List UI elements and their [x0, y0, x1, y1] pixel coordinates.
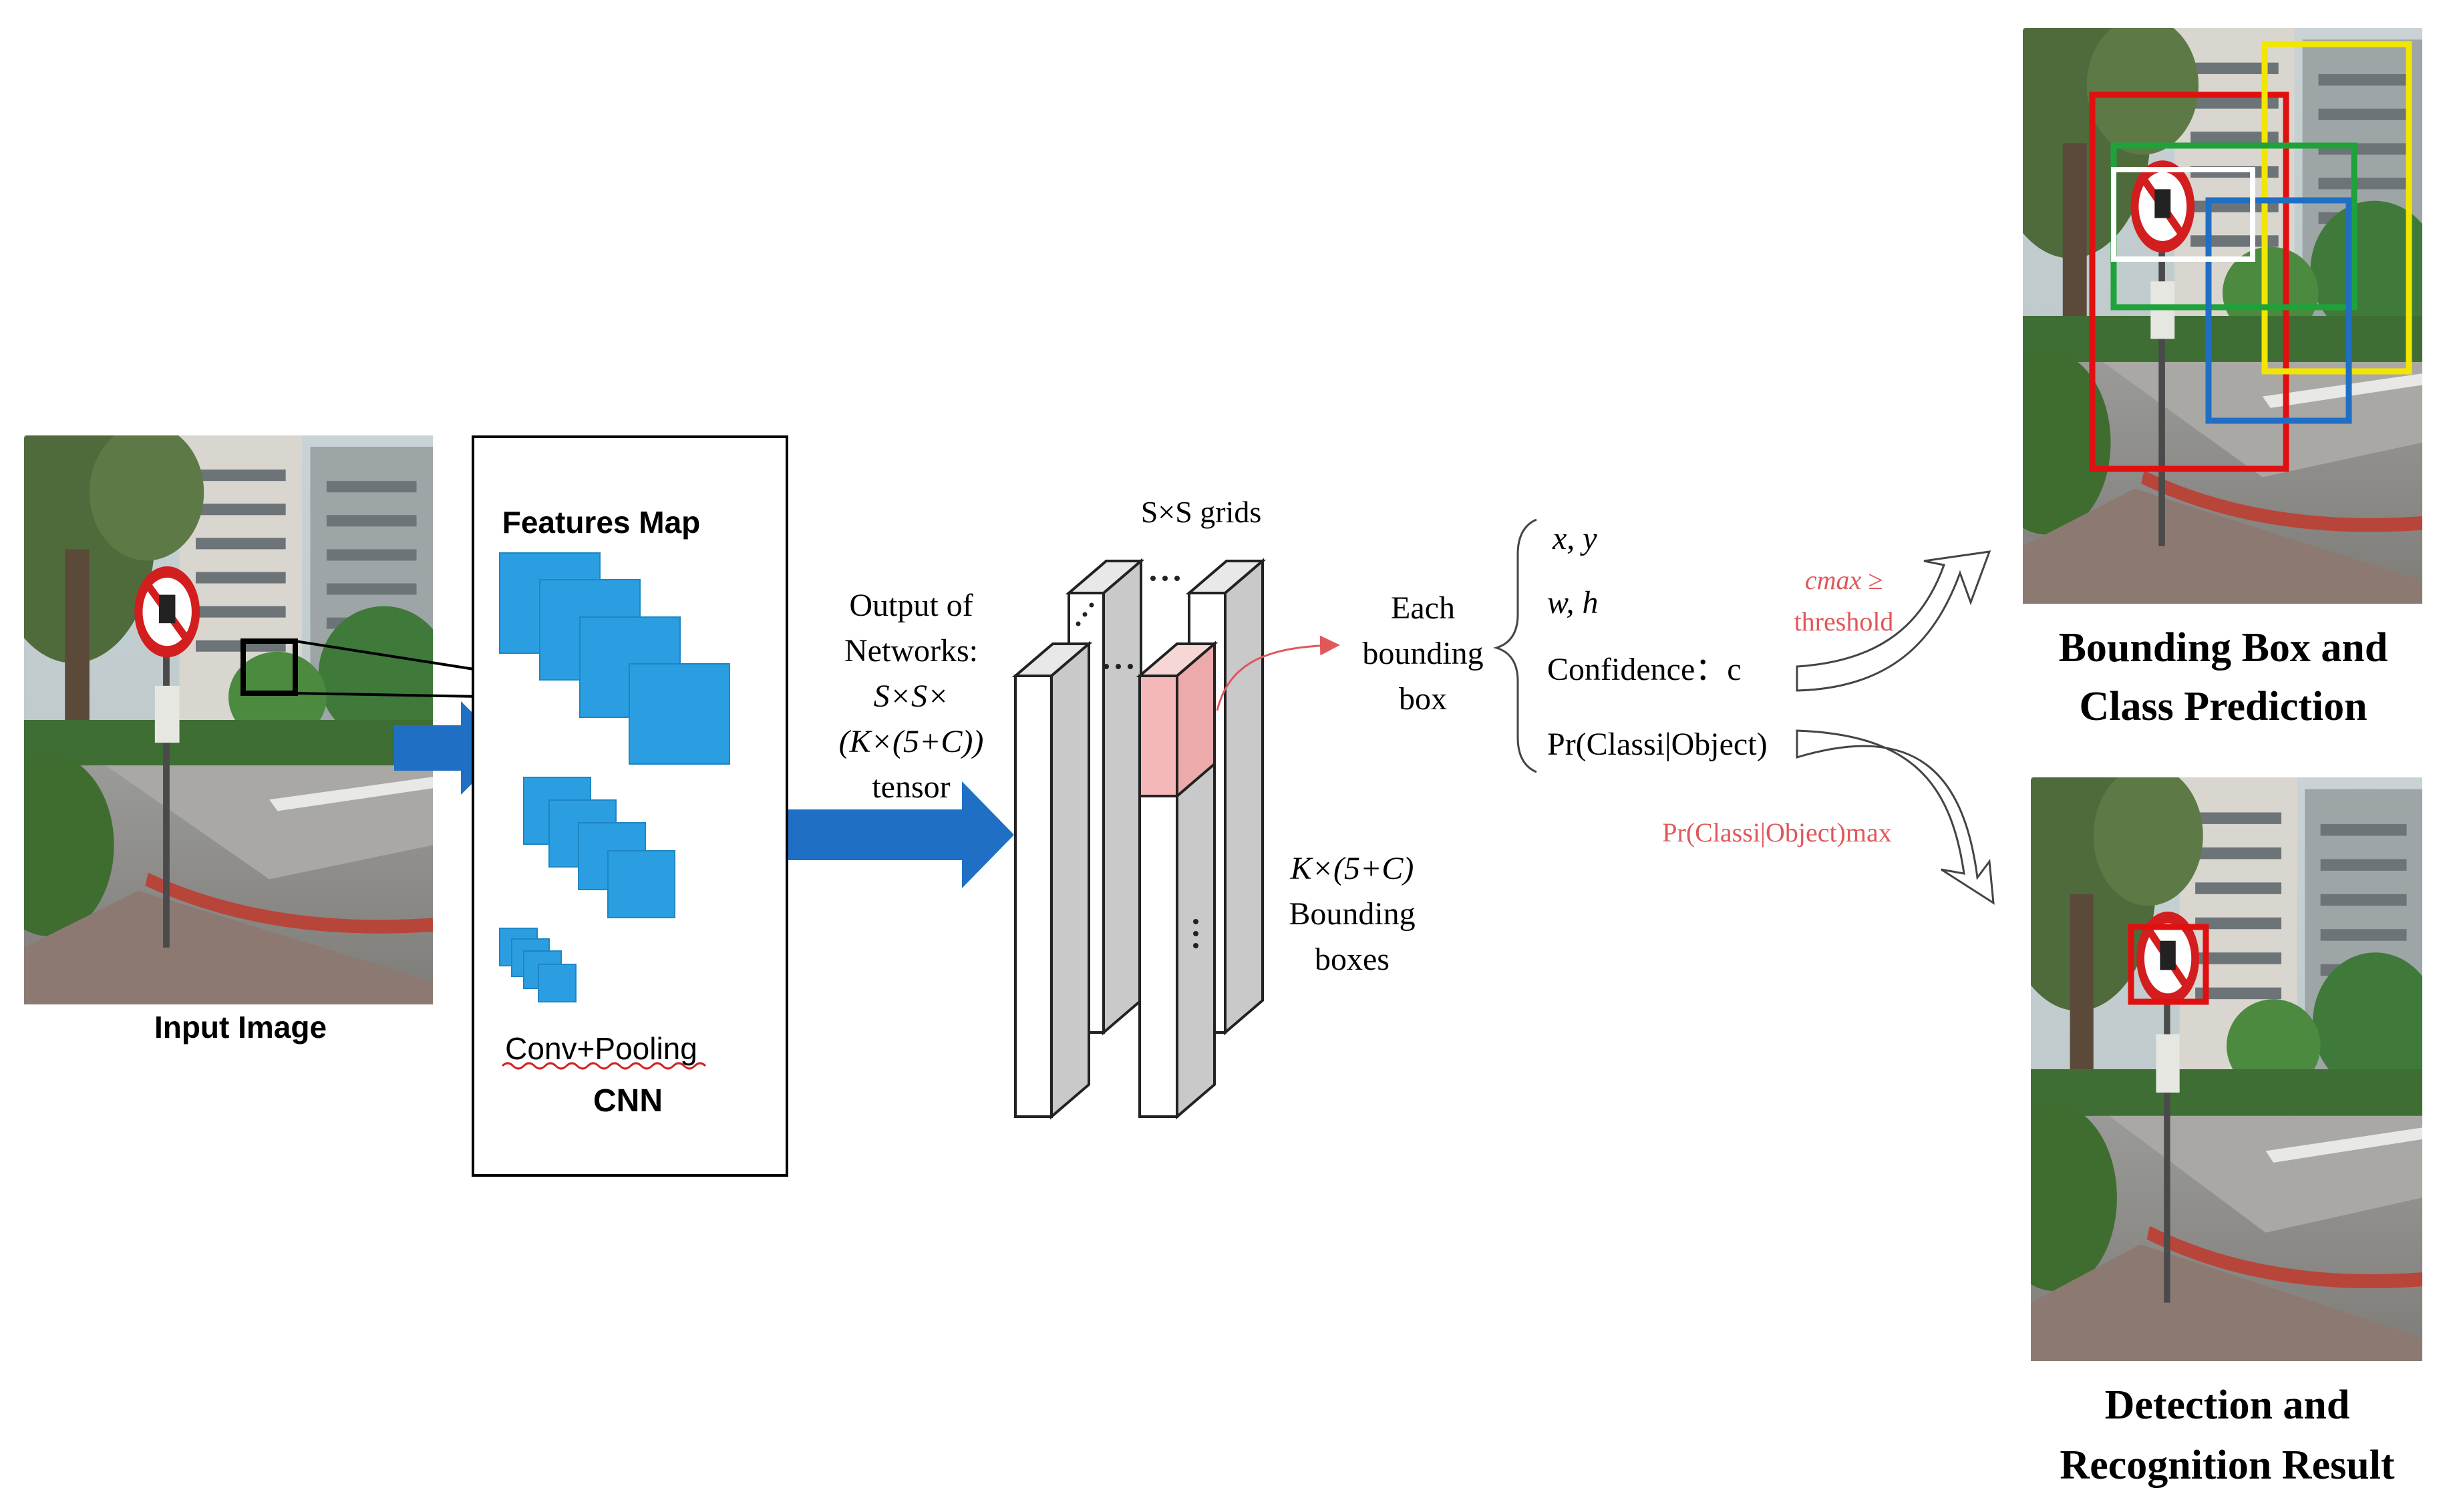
pred-box-blue — [2205, 197, 2352, 424]
boxes-label-line: Bounding — [1289, 896, 1415, 932]
each-bounding-box-label: Each bounding box — [1362, 590, 1483, 717]
conv-pooling-label: Conv+Pooling — [505, 1031, 697, 1066]
outline-arrow-down — [1796, 729, 1995, 905]
output-description: Output of Networks: S×S× (K×(5+C)) tenso… — [839, 588, 984, 805]
brace — [1492, 518, 1537, 773]
threshold-label: threshold — [1794, 606, 1894, 636]
boxes-label-line: K×(5+C) — [1290, 851, 1414, 886]
each-box-line: Each — [1391, 590, 1455, 626]
prediction-image — [1983, 5, 2438, 604]
tensor-column-front-left — [1011, 640, 1093, 1120]
param-confidence: Confidence：c — [1547, 652, 1742, 687]
grid-label: S×S grids — [1141, 495, 1262, 529]
tensor-column-front-right — [1136, 640, 1218, 1120]
output-line: (K×(5+C)) — [839, 724, 984, 759]
feature-maps-large — [499, 552, 730, 765]
red-curved-arrow — [1216, 635, 1340, 711]
box-parameters: x, y w, h Confidence：c Pr(Classi|Object) — [1547, 521, 1768, 762]
bounding-boxes-label: K×(5+C) Bounding boxes — [1289, 851, 1415, 977]
blue-arrow-output — [788, 781, 1014, 888]
pred-box-white — [2111, 167, 2255, 262]
detection-box-red — [2128, 924, 2209, 1005]
output-line: Output of — [849, 588, 973, 623]
detection-caption-line: Detection and — [2105, 1382, 2350, 1428]
detection-caption-line: Recognition Result — [2060, 1443, 2395, 1488]
spellcheck-underline — [501, 1062, 707, 1070]
detection-image — [1991, 754, 2438, 1361]
cnn-box: Features Map Conv+Pooling CNN — [472, 435, 788, 1177]
output-line: S×S× — [874, 679, 949, 714]
output-line: Networks: — [844, 633, 978, 669]
cmax-label: cmax ≥ — [1805, 565, 1883, 595]
param-pr-class: Pr(Classi|Object) — [1547, 727, 1768, 762]
tensor-dots — [1076, 576, 1198, 948]
pred-box-red — [2089, 91, 2289, 472]
cnn-title: CNN — [593, 1083, 663, 1119]
param-xy: x, y — [1552, 521, 1597, 556]
highlighted-cell — [1138, 675, 1178, 797]
prediction-caption-line: Bounding Box and — [2059, 625, 2388, 671]
boxes-label-line: boxes — [1315, 942, 1390, 977]
feature-maps-medium — [523, 777, 675, 918]
detection-caption: Detection and Recognition Result — [2060, 1382, 2395, 1488]
feature-maps-small — [499, 928, 577, 1002]
prediction-caption: Bounding Box and Class Prediction — [2059, 625, 2388, 729]
tensor-columns — [1011, 558, 1267, 1120]
param-wh: w, h — [1547, 585, 1598, 620]
pred-box-yellow — [2261, 41, 2412, 375]
outline-arrow-up — [1796, 550, 1991, 692]
pr-max-label: Pr(Classi|Object)max — [1662, 817, 1892, 847]
prediction-caption-line: Class Prediction — [2079, 684, 2367, 729]
output-line: tensor — [872, 769, 950, 805]
selection-box — [240, 638, 298, 696]
each-box-line: bounding — [1362, 636, 1483, 671]
each-box-line: box — [1399, 681, 1447, 717]
input-image-caption: Input Image — [154, 1010, 327, 1045]
features-map-label: Features Map — [502, 505, 701, 540]
